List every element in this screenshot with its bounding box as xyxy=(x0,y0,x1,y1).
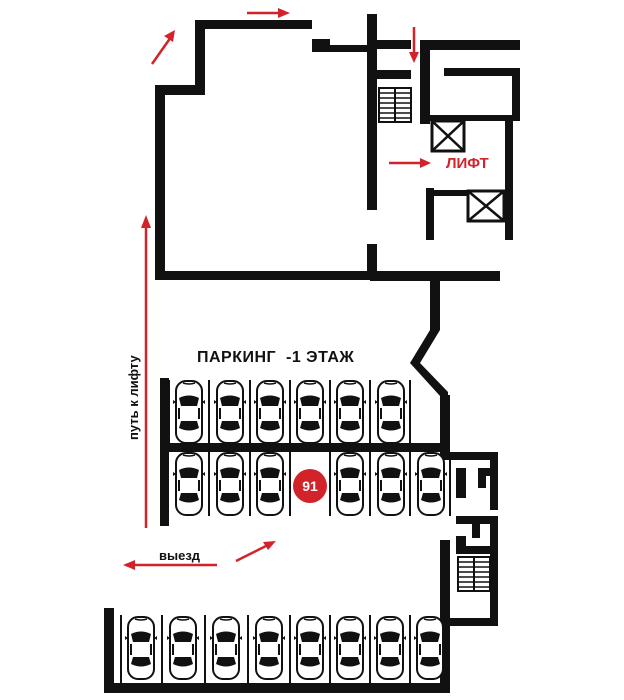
car-icon xyxy=(333,616,367,680)
car-icon xyxy=(333,380,367,444)
direction-arrow-icon xyxy=(420,158,431,168)
car-icon xyxy=(209,616,243,680)
page-title: ПАРКИНГ -1 ЭТАЖ xyxy=(197,349,354,366)
direction-arrow-icon xyxy=(278,8,290,18)
stairs-icon xyxy=(457,556,491,592)
direction-arrow-icon xyxy=(123,560,135,570)
direction-arrow-icon xyxy=(263,541,276,550)
stairs-icon xyxy=(378,87,412,123)
parking-row-bottom xyxy=(124,616,447,680)
highlight-spot-marker[interactable]: 91 xyxy=(293,469,327,503)
car-icon xyxy=(124,616,158,680)
car-icon xyxy=(413,616,447,680)
car-icon xyxy=(166,616,200,680)
car-icon xyxy=(293,616,327,680)
lift-label: ЛИФТ xyxy=(446,155,489,172)
elevator-shaft-icon xyxy=(466,189,506,223)
direction-arrows xyxy=(123,8,431,570)
direction-arrow-icon xyxy=(164,30,175,42)
exit-label: выезд xyxy=(159,548,201,563)
car-icon xyxy=(373,616,407,680)
car-icon xyxy=(253,380,287,444)
building-walls xyxy=(155,14,520,460)
parking-walls xyxy=(104,378,498,693)
car-icon xyxy=(333,452,367,516)
car-icon xyxy=(374,452,408,516)
elevator-shaft-icon xyxy=(430,119,466,153)
car-icon xyxy=(293,380,327,444)
car-icon xyxy=(414,452,448,516)
car-icon xyxy=(374,380,408,444)
car-icon xyxy=(253,452,287,516)
car-icon xyxy=(213,452,247,516)
path-to-lift-label: путь к лифту xyxy=(126,355,141,440)
car-icon xyxy=(252,616,286,680)
parking-space-lines xyxy=(120,380,451,683)
car-icon xyxy=(172,452,206,516)
direction-arrow-icon xyxy=(235,543,269,563)
direction-arrow-icon xyxy=(409,52,419,63)
car-icon xyxy=(172,380,206,444)
spot-number: 91 xyxy=(302,478,318,494)
direction-arrow-icon xyxy=(150,36,173,65)
direction-arrow-icon xyxy=(141,215,151,228)
car-icon xyxy=(213,380,247,444)
